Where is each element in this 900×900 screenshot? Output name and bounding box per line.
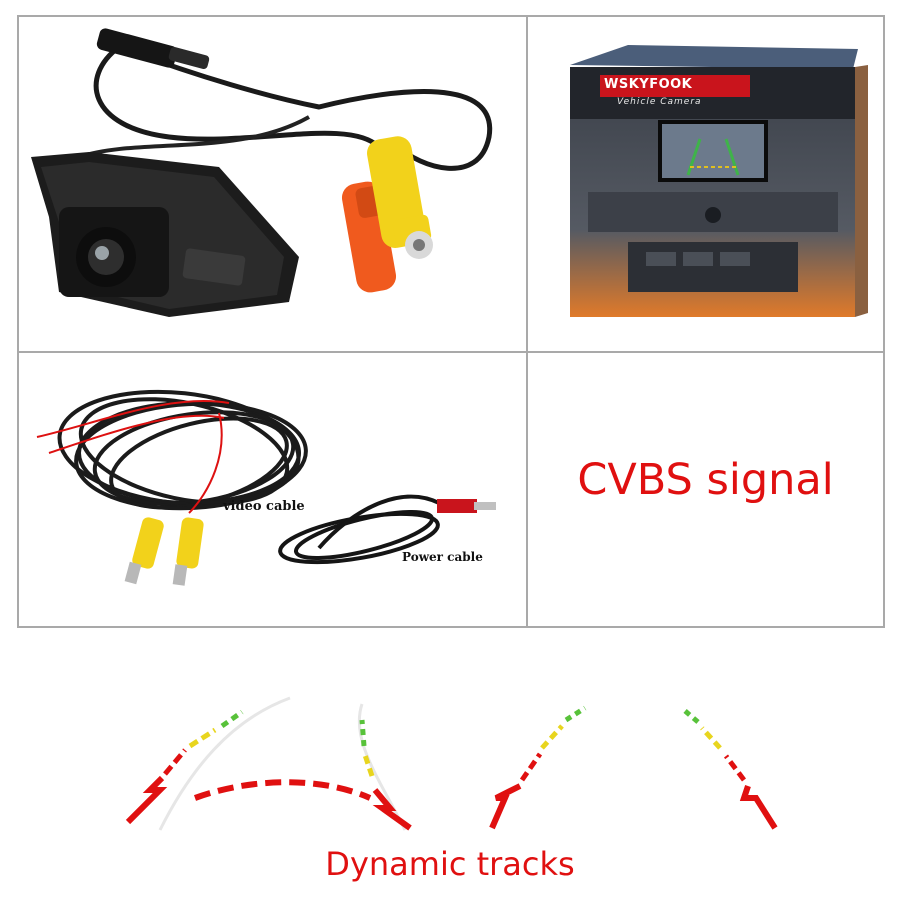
cvbs-signal-text: CVBS signal [577,455,834,505]
camera-photo-panel [19,17,526,351]
box-brand-text: WSKYFOOK [604,77,693,92]
retail-box-image [570,45,868,317]
grid-divider-horizontal [19,351,883,353]
box-product-text: Vehicle Camera [617,97,702,107]
product-image-grid: WSKYFOOK Vehicle Camera [17,15,885,628]
package-box-panel: WSKYFOOK Vehicle Camera [528,17,883,351]
cables-image [36,389,496,586]
cables-panel: video cable Power cable [19,353,526,626]
video-cable-label: video cable [223,499,305,514]
track-right-pair [489,705,778,830]
dynamic-tracks-title: Dynamic tracks [325,845,575,883]
track-left-pair [125,709,412,831]
power-cable-label: Power cable [402,550,483,564]
grid-divider-vertical [526,17,528,626]
rear-camera-image [31,28,493,317]
dynamic-tracks-illustration [125,696,778,831]
signal-panel: CVBS signal [528,353,883,626]
